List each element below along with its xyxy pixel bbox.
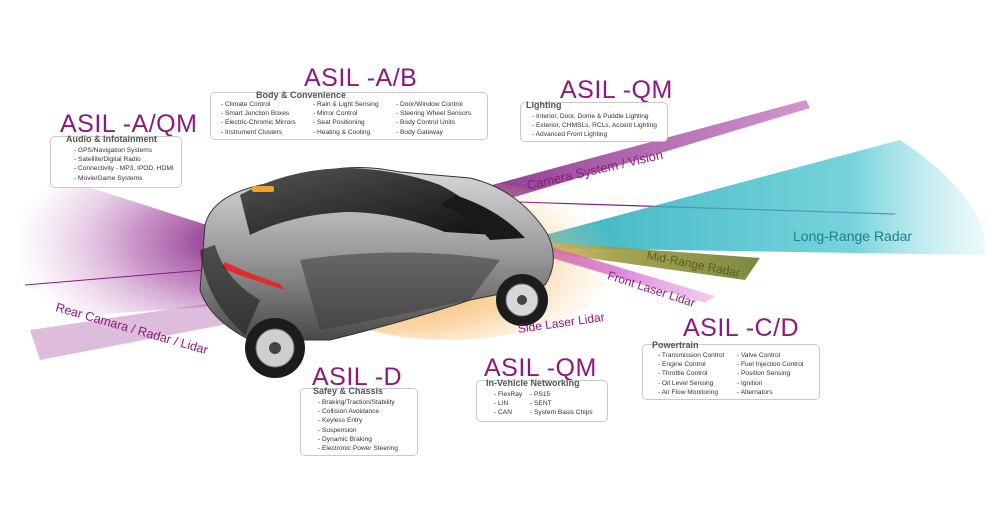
asil-powertrain-heading: ASIL -C/D [683, 314, 800, 342]
list-item: - Position Sensing [737, 370, 791, 378]
list-item: - Keyless Entry [318, 417, 363, 425]
list-item: - SENT [530, 400, 552, 408]
asil-networking-heading: ASIL -QM [484, 354, 597, 382]
list-item: - Ignition [737, 379, 763, 387]
list-item: - Smart Junction Boxes [221, 110, 290, 118]
asil-lighting-heading: ASIL -QM [560, 76, 673, 104]
list-item: - Suspension [318, 426, 357, 434]
list-item: - Electronic Power Steering [318, 445, 398, 453]
safety-category: Safey & Chassis [313, 386, 384, 396]
list-item: - Air Flow Monitoring [658, 388, 719, 396]
powertrain-box [642, 344, 820, 400]
list-item: - GPS/Navigation Systems [74, 147, 153, 154]
asil-safety-heading: ASIL -D [312, 363, 403, 391]
body-list-3: - Door/Window Control - Steering Wheel S… [396, 100, 471, 137]
list-item: - Electric-Chromic Mirrors [221, 119, 296, 127]
list-item: - Valve Control [737, 352, 781, 359]
body-list-1: - Climate Control - Smart Junction Boxes… [221, 100, 296, 137]
list-item: - Throttle Control [658, 370, 708, 378]
body-category: Body & Convenience [256, 90, 347, 100]
list-item: - Transmission Control [658, 352, 724, 359]
list-item: - Collision Avoidance [318, 408, 380, 416]
list-item: - FlexRay [494, 391, 523, 398]
safety-box [300, 388, 418, 456]
list-item: - Dynamic Braking [318, 435, 372, 443]
asil-audio-heading: ASIL -A/QM [60, 110, 198, 138]
networking-category: In-Vehicle Networking [486, 378, 580, 388]
asil-body-heading: ASIL -A/B [304, 64, 418, 92]
lighting-list: - Interior, Door, Dome & Puddle Lighting… [532, 112, 657, 140]
list-item: - Rain & Light Sensing [313, 101, 379, 108]
list-item: - Satellite/Digital Radio [74, 156, 141, 164]
body-box [210, 92, 488, 140]
camera-beam [455, 100, 810, 215]
car-windshield [440, 195, 525, 240]
list-item: - Body Gateway [396, 128, 443, 136]
body-list-2: - Rain & Light Sensing - Mirror Control … [313, 100, 379, 137]
networking-list-2: - PS15 - SENT - System Basis Chips [530, 390, 593, 418]
list-item: - Body Control Units [396, 119, 455, 127]
list-item: - Interior, Door, Dome & Puddle Lighting [532, 113, 649, 120]
car-rear-shade [200, 245, 260, 335]
list-item: - Seat Positioning [313, 119, 365, 127]
safety-list: - Braking/Traction/Stability - Collision… [318, 398, 398, 453]
list-item: - System Basis Chips [530, 409, 593, 417]
list-item: - Exterior, CHMSLs, RCLs, Accent Lightin… [532, 122, 657, 130]
list-item: - Instrument Clusters [221, 128, 283, 136]
list-item: - Engine Control [658, 361, 706, 369]
networking-box [476, 380, 608, 422]
audio-box [50, 136, 182, 188]
list-item: - CAN [494, 409, 512, 417]
car-tail-light [222, 262, 285, 290]
list-item: - Steering Wheel Sensors [396, 110, 472, 118]
car-illustration [199, 167, 554, 378]
list-item: - PS15 [530, 391, 551, 398]
powertrain-category: Powertrain [652, 340, 699, 350]
list-item: - LIN [494, 400, 509, 408]
list-item: - Movie/Game Systems [74, 174, 143, 182]
long-range-radar-label: Long-Range Radar [793, 228, 913, 244]
audio-list: - GPS/Navigation Systems - Satellite/Dig… [74, 146, 174, 183]
list-item: - Alternators [737, 388, 773, 396]
long-range-radar-beam [545, 140, 986, 255]
lighting-box [520, 102, 668, 142]
list-item: - Fuel Injection Control [737, 361, 804, 369]
list-item: - Connectivity - MP3, IPOD, HDMI [74, 165, 174, 173]
rear-wheel-hub [269, 342, 281, 354]
networking-list-1: - FlexRay - LIN - CAN [494, 390, 522, 418]
list-item: - Oil Level Sensing [658, 379, 714, 387]
car-roof-light [252, 186, 274, 192]
list-item: - Advanced Front Lighting [532, 131, 608, 139]
car-side-shade [300, 252, 500, 330]
audio-category: Audio & Infotainment [66, 134, 157, 144]
list-item: - Mirror Control [313, 110, 358, 118]
car-roof-glass [240, 168, 495, 235]
front-wheel-hub [517, 295, 527, 305]
lighting-category: Lighting [526, 100, 562, 110]
powertrain-list-2: - Valve Control - Fuel Injection Control… [737, 351, 803, 397]
list-item: - Door/Window Control [396, 101, 463, 108]
list-item: - Heating & Cooling [313, 128, 371, 136]
list-item: - Braking/Traction/Stability [318, 399, 395, 406]
list-item: - Climate Control [221, 101, 271, 108]
powertrain-list-1: - Transmission Control - Engine Control … [658, 351, 724, 397]
